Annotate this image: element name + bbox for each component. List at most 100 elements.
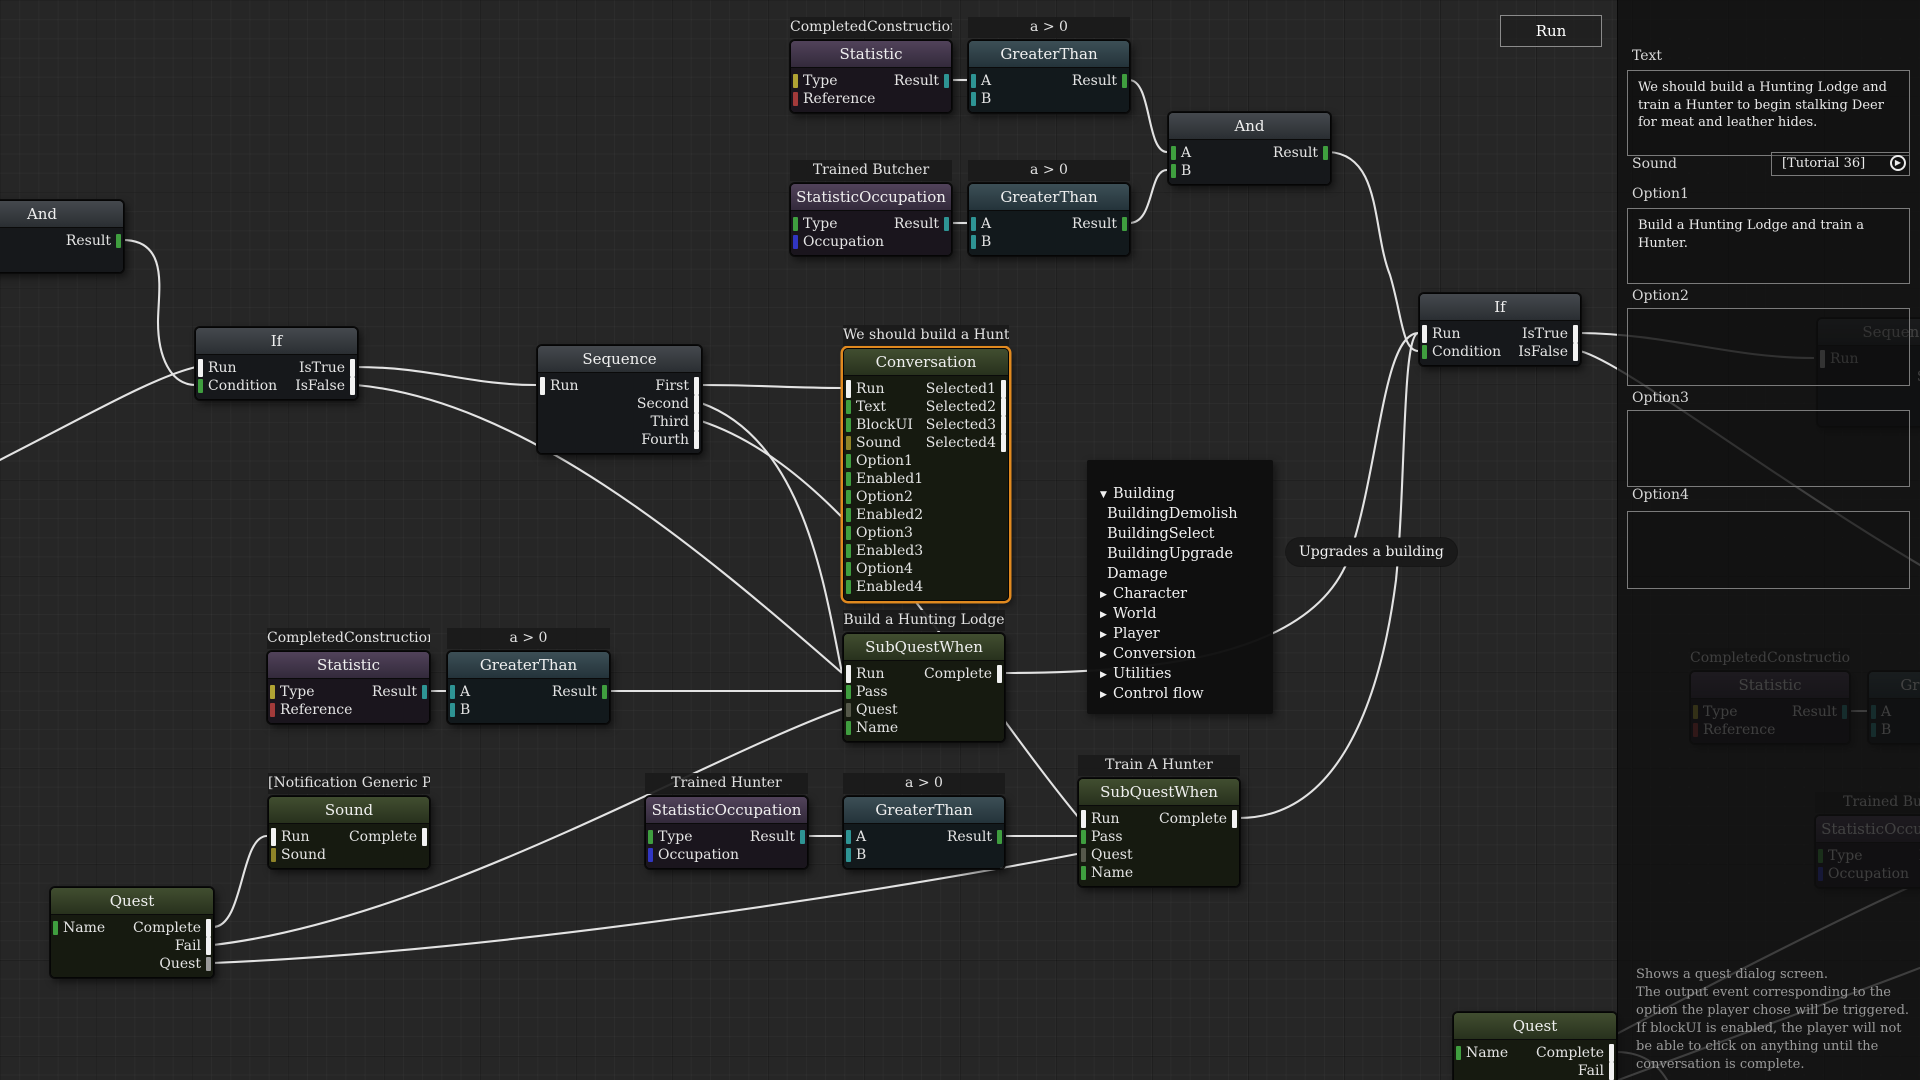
input-pin-b[interactable] (450, 703, 455, 717)
input-pin-pass[interactable] (846, 685, 851, 699)
output-pin-selected4[interactable] (1001, 434, 1006, 452)
input-pin-a[interactable] (1171, 146, 1176, 160)
input-pin-run[interactable] (1081, 810, 1086, 828)
field-input-option4[interactable] (1627, 511, 1910, 589)
run-button[interactable]: Run (1500, 15, 1602, 47)
input-pin-text[interactable] (846, 400, 851, 414)
output-pin-selected3[interactable] (1001, 416, 1006, 434)
output-pin-result[interactable] (944, 74, 949, 88)
sound-select[interactable]: [Tutorial 36]▶ (1771, 152, 1910, 176)
output-pin-isfalse[interactable] (350, 377, 355, 395)
node-sound-1[interactable]: [Notification Generic Posit...SoundRunCo… (268, 773, 430, 869)
output-pin-result[interactable] (800, 830, 805, 844)
input-pin-enabled3[interactable] (846, 544, 851, 558)
field-input-text[interactable]: We should build a Hunting Lodge and trai… (1627, 70, 1910, 156)
output-pin-result[interactable] (1122, 74, 1127, 88)
output-pin-complete[interactable] (997, 665, 1002, 683)
input-pin-a[interactable] (846, 830, 851, 844)
input-pin-name[interactable] (1456, 1046, 1461, 1060)
field-input-option3[interactable] (1627, 410, 1910, 487)
input-pin-run[interactable] (271, 828, 276, 846)
output-pin-complete[interactable] (1609, 1044, 1614, 1062)
input-pin-option2[interactable] (846, 490, 851, 504)
menu-item-character[interactable]: ▶Character (1087, 584, 1273, 604)
input-pin-a[interactable] (971, 217, 976, 231)
menu-item-buildingselect[interactable]: BuildingSelect (1087, 524, 1273, 544)
input-pin-quest[interactable] (846, 703, 851, 717)
output-pin-quest[interactable] (206, 957, 211, 971)
output-pin-fail[interactable] (206, 937, 211, 955)
input-pin-run[interactable] (846, 665, 851, 683)
output-pin-istrue[interactable] (350, 359, 355, 377)
node-stat-2[interactable]: CompletedConstruction H...StatisticTypeR… (267, 628, 430, 724)
node-conversation-1[interactable]: We should build a Hunting...Conversation… (843, 325, 1009, 601)
input-pin-option4[interactable] (846, 562, 851, 576)
output-pin-selected2[interactable] (1001, 398, 1006, 416)
output-pin-complete[interactable] (422, 828, 427, 846)
menu-item-damage[interactable]: Damage (1087, 564, 1273, 584)
input-pin-run[interactable] (198, 359, 203, 377)
input-pin-type[interactable] (270, 685, 275, 699)
input-pin-a[interactable] (971, 74, 976, 88)
input-pin-b[interactable] (846, 848, 851, 862)
output-pin-result[interactable] (944, 217, 949, 231)
input-pin-name[interactable] (53, 921, 58, 935)
input-pin-occupation[interactable] (793, 235, 798, 249)
input-pin-name[interactable] (846, 721, 851, 735)
output-pin-result[interactable] (1122, 217, 1127, 231)
input-pin-b[interactable] (971, 235, 976, 249)
output-pin-third[interactable] (694, 413, 699, 431)
output-pin-result[interactable] (1323, 146, 1328, 160)
input-pin-sound[interactable] (271, 848, 276, 862)
output-pin-complete[interactable] (1232, 810, 1237, 828)
menu-item-player[interactable]: ▶Player (1087, 624, 1273, 644)
input-pin-run[interactable] (1422, 325, 1427, 343)
input-pin-condition[interactable] (1422, 345, 1427, 359)
output-pin-result[interactable] (602, 685, 607, 699)
input-pin-reference[interactable] (270, 703, 275, 717)
input-pin-occupation[interactable] (648, 848, 653, 862)
menu-item-control-flow[interactable]: ▶Control flow (1087, 684, 1273, 704)
input-pin-reference[interactable] (793, 92, 798, 106)
input-pin-type[interactable] (648, 830, 653, 844)
input-pin-enabled4[interactable] (846, 580, 851, 594)
node-stat-1[interactable]: CompletedConstruction B...StatisticTypeR… (790, 17, 952, 113)
menu-item-conversion[interactable]: ▶Conversion (1087, 644, 1273, 664)
menu-item-buildingupgrade[interactable]: BuildingUpgrade (1087, 544, 1273, 564)
output-pin-isfalse[interactable] (1573, 343, 1578, 361)
input-pin-enabled2[interactable] (846, 508, 851, 522)
input-pin-quest[interactable] (1081, 848, 1086, 862)
input-pin-run[interactable] (846, 380, 851, 398)
menu-item-world[interactable]: ▶World (1087, 604, 1273, 624)
input-pin-a[interactable] (450, 685, 455, 699)
input-pin-option3[interactable] (846, 526, 851, 540)
output-pin-result[interactable] (997, 830, 1002, 844)
output-pin-result[interactable] (116, 234, 121, 248)
output-pin-istrue[interactable] (1573, 325, 1578, 343)
input-pin-run[interactable] (540, 377, 545, 395)
play-sound-icon[interactable]: ▶ (1890, 155, 1906, 171)
input-pin-condition[interactable] (198, 379, 203, 393)
output-pin-first[interactable] (694, 377, 699, 395)
input-pin-blockui[interactable] (846, 418, 851, 432)
output-pin-fail[interactable] (1609, 1062, 1614, 1080)
menu-item-building[interactable]: ▼Building (1087, 484, 1273, 504)
input-pin-pass[interactable] (1081, 830, 1086, 844)
input-pin-enabled1[interactable] (846, 472, 851, 486)
input-pin-option1[interactable] (846, 454, 851, 468)
field-input-option2[interactable] (1627, 308, 1910, 386)
